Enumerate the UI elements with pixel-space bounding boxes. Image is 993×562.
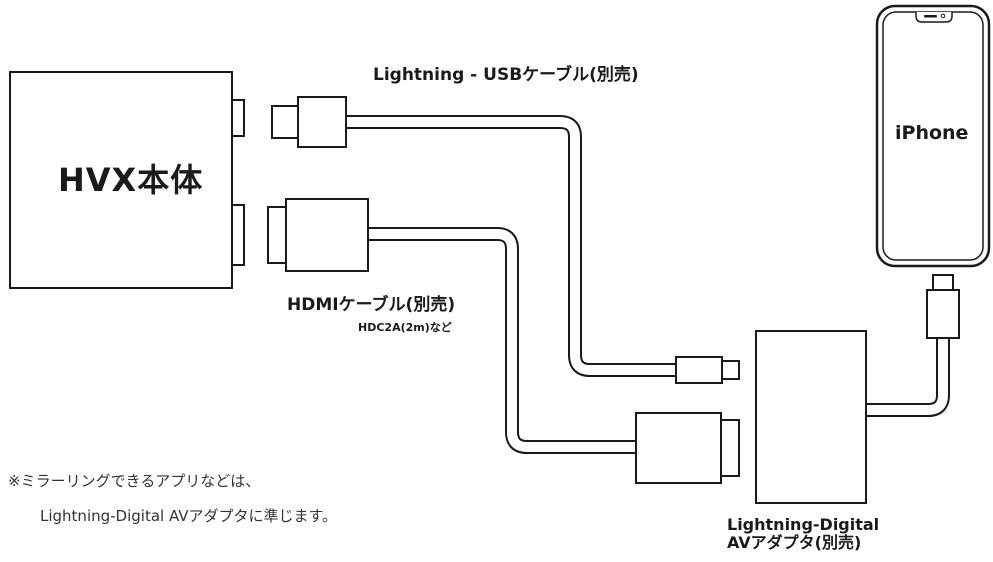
note-line-2: Lightning-Digital AVアダプタに準じます。 xyxy=(40,507,338,525)
usb-lightning-plug xyxy=(675,356,740,384)
adapter-label: Lightning-Digital AVアダプタ(別売) xyxy=(727,515,880,553)
usb-plug xyxy=(271,96,347,148)
av-adapter xyxy=(755,330,867,504)
adapter-label-line1: Lightning-Digital xyxy=(727,515,880,534)
iphone xyxy=(875,4,991,268)
hdmi-cable-model: HDC2A(2m)など xyxy=(358,321,452,334)
hdmi-cable-label: HDMIケーブル(別売) xyxy=(287,295,456,315)
hdmi-cable xyxy=(368,227,636,454)
iphone-label: iPhone xyxy=(895,122,969,144)
hvx-hdmi-port xyxy=(231,204,245,266)
adapter-lightning-cable xyxy=(866,338,950,417)
adapter-label-line2: AVアダプタ(別売) xyxy=(727,533,862,553)
iphone-lightning-plug xyxy=(926,274,960,339)
note-line-1: ※ミラーリングできるアプリなどは、 xyxy=(8,472,261,490)
adapter-hdmi-plug xyxy=(635,412,740,484)
hvx-body xyxy=(9,71,245,289)
usb-cable-label: Lightning - USBケーブル(別売) xyxy=(373,65,639,85)
usb-cable xyxy=(345,115,676,377)
hvx-usb-port xyxy=(231,99,245,137)
hvx-body-label: HVX本体 xyxy=(58,161,204,199)
hdmi-plug xyxy=(267,198,369,272)
